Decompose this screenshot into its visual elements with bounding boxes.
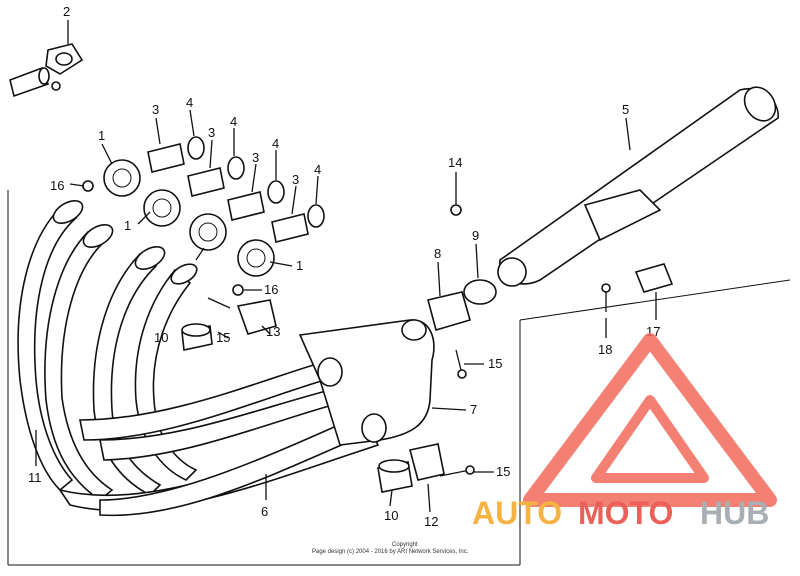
copyright-line2: Page design (c) 2004 - 2016 by ARI Netwo… (312, 549, 469, 555)
watermark-moto: MOTO (578, 495, 673, 531)
callout-2: 2 (63, 4, 70, 19)
callout-15: 15 (496, 464, 510, 479)
part-1-cones (103, 159, 275, 277)
callout-labels: 2 1 1 1 3 3 3 3 4 4 4 4 16 16 5 14 8 9 1… (28, 4, 660, 529)
part-14-nut (450, 204, 462, 216)
callout-1: 1 (296, 258, 303, 273)
callout-13: 13 (266, 324, 280, 339)
part-12-clamp (409, 443, 445, 481)
watermark-triangle-outer (523, 333, 777, 507)
copyright-notice: Copyright Page design (c) 2004 - 2016 by… (312, 542, 469, 555)
callout-10: 10 (384, 508, 398, 523)
callout-3: 3 (208, 125, 215, 140)
part-5-muffler (497, 86, 779, 287)
part-3-collars (147, 143, 309, 243)
part-18-bolt (601, 283, 611, 312)
leader-lines (35, 109, 657, 513)
callout-15: 15 (488, 356, 502, 371)
callout-5: 5 (622, 102, 629, 117)
callout-3: 3 (292, 172, 299, 187)
callout-15: 15 (216, 330, 230, 345)
watermark-hub: HUB (700, 495, 769, 531)
callout-11: 11 (28, 470, 42, 485)
part-17-block (634, 263, 674, 293)
callout-4: 4 (272, 136, 279, 151)
callout-6: 6 (261, 504, 268, 519)
part-15-bolts (207, 297, 475, 477)
callout-18: 18 (598, 342, 612, 357)
callout-12: 12 (424, 514, 438, 529)
callout-9: 9 (472, 228, 479, 243)
part-13-clamp (236, 299, 277, 335)
part-4-rings (187, 136, 325, 228)
watermark-triangle-inner (591, 395, 709, 483)
callout-16: 16 (50, 178, 64, 193)
automotohub-watermark: AUTO MOTO HUB (472, 333, 777, 531)
callout-1: 1 (98, 128, 105, 143)
callout-3: 3 (252, 150, 259, 165)
callout-8: 8 (434, 246, 441, 261)
diagram-frame (7, 190, 791, 566)
callout-14: 14 (448, 155, 462, 170)
part-10-gasket-lower (377, 459, 413, 493)
callout-4: 4 (186, 95, 193, 110)
callout-16: 16 (264, 282, 278, 297)
part-8-clamp (427, 291, 471, 331)
callout-10: 10 (154, 330, 168, 345)
callout-4: 4 (230, 114, 237, 129)
callout-1: 1 (124, 218, 131, 233)
part-7-collector (298, 319, 435, 446)
watermark-auto: AUTO (472, 495, 562, 531)
callout-7: 7 (470, 402, 477, 417)
callout-4: 4 (314, 162, 321, 177)
part-2-pipe-flange (9, 20, 84, 98)
copyright-line1: Copyright (392, 542, 418, 548)
part-9-gasket (463, 279, 497, 305)
callout-3: 3 (152, 102, 159, 117)
part-10-gasket-upper (181, 323, 213, 351)
